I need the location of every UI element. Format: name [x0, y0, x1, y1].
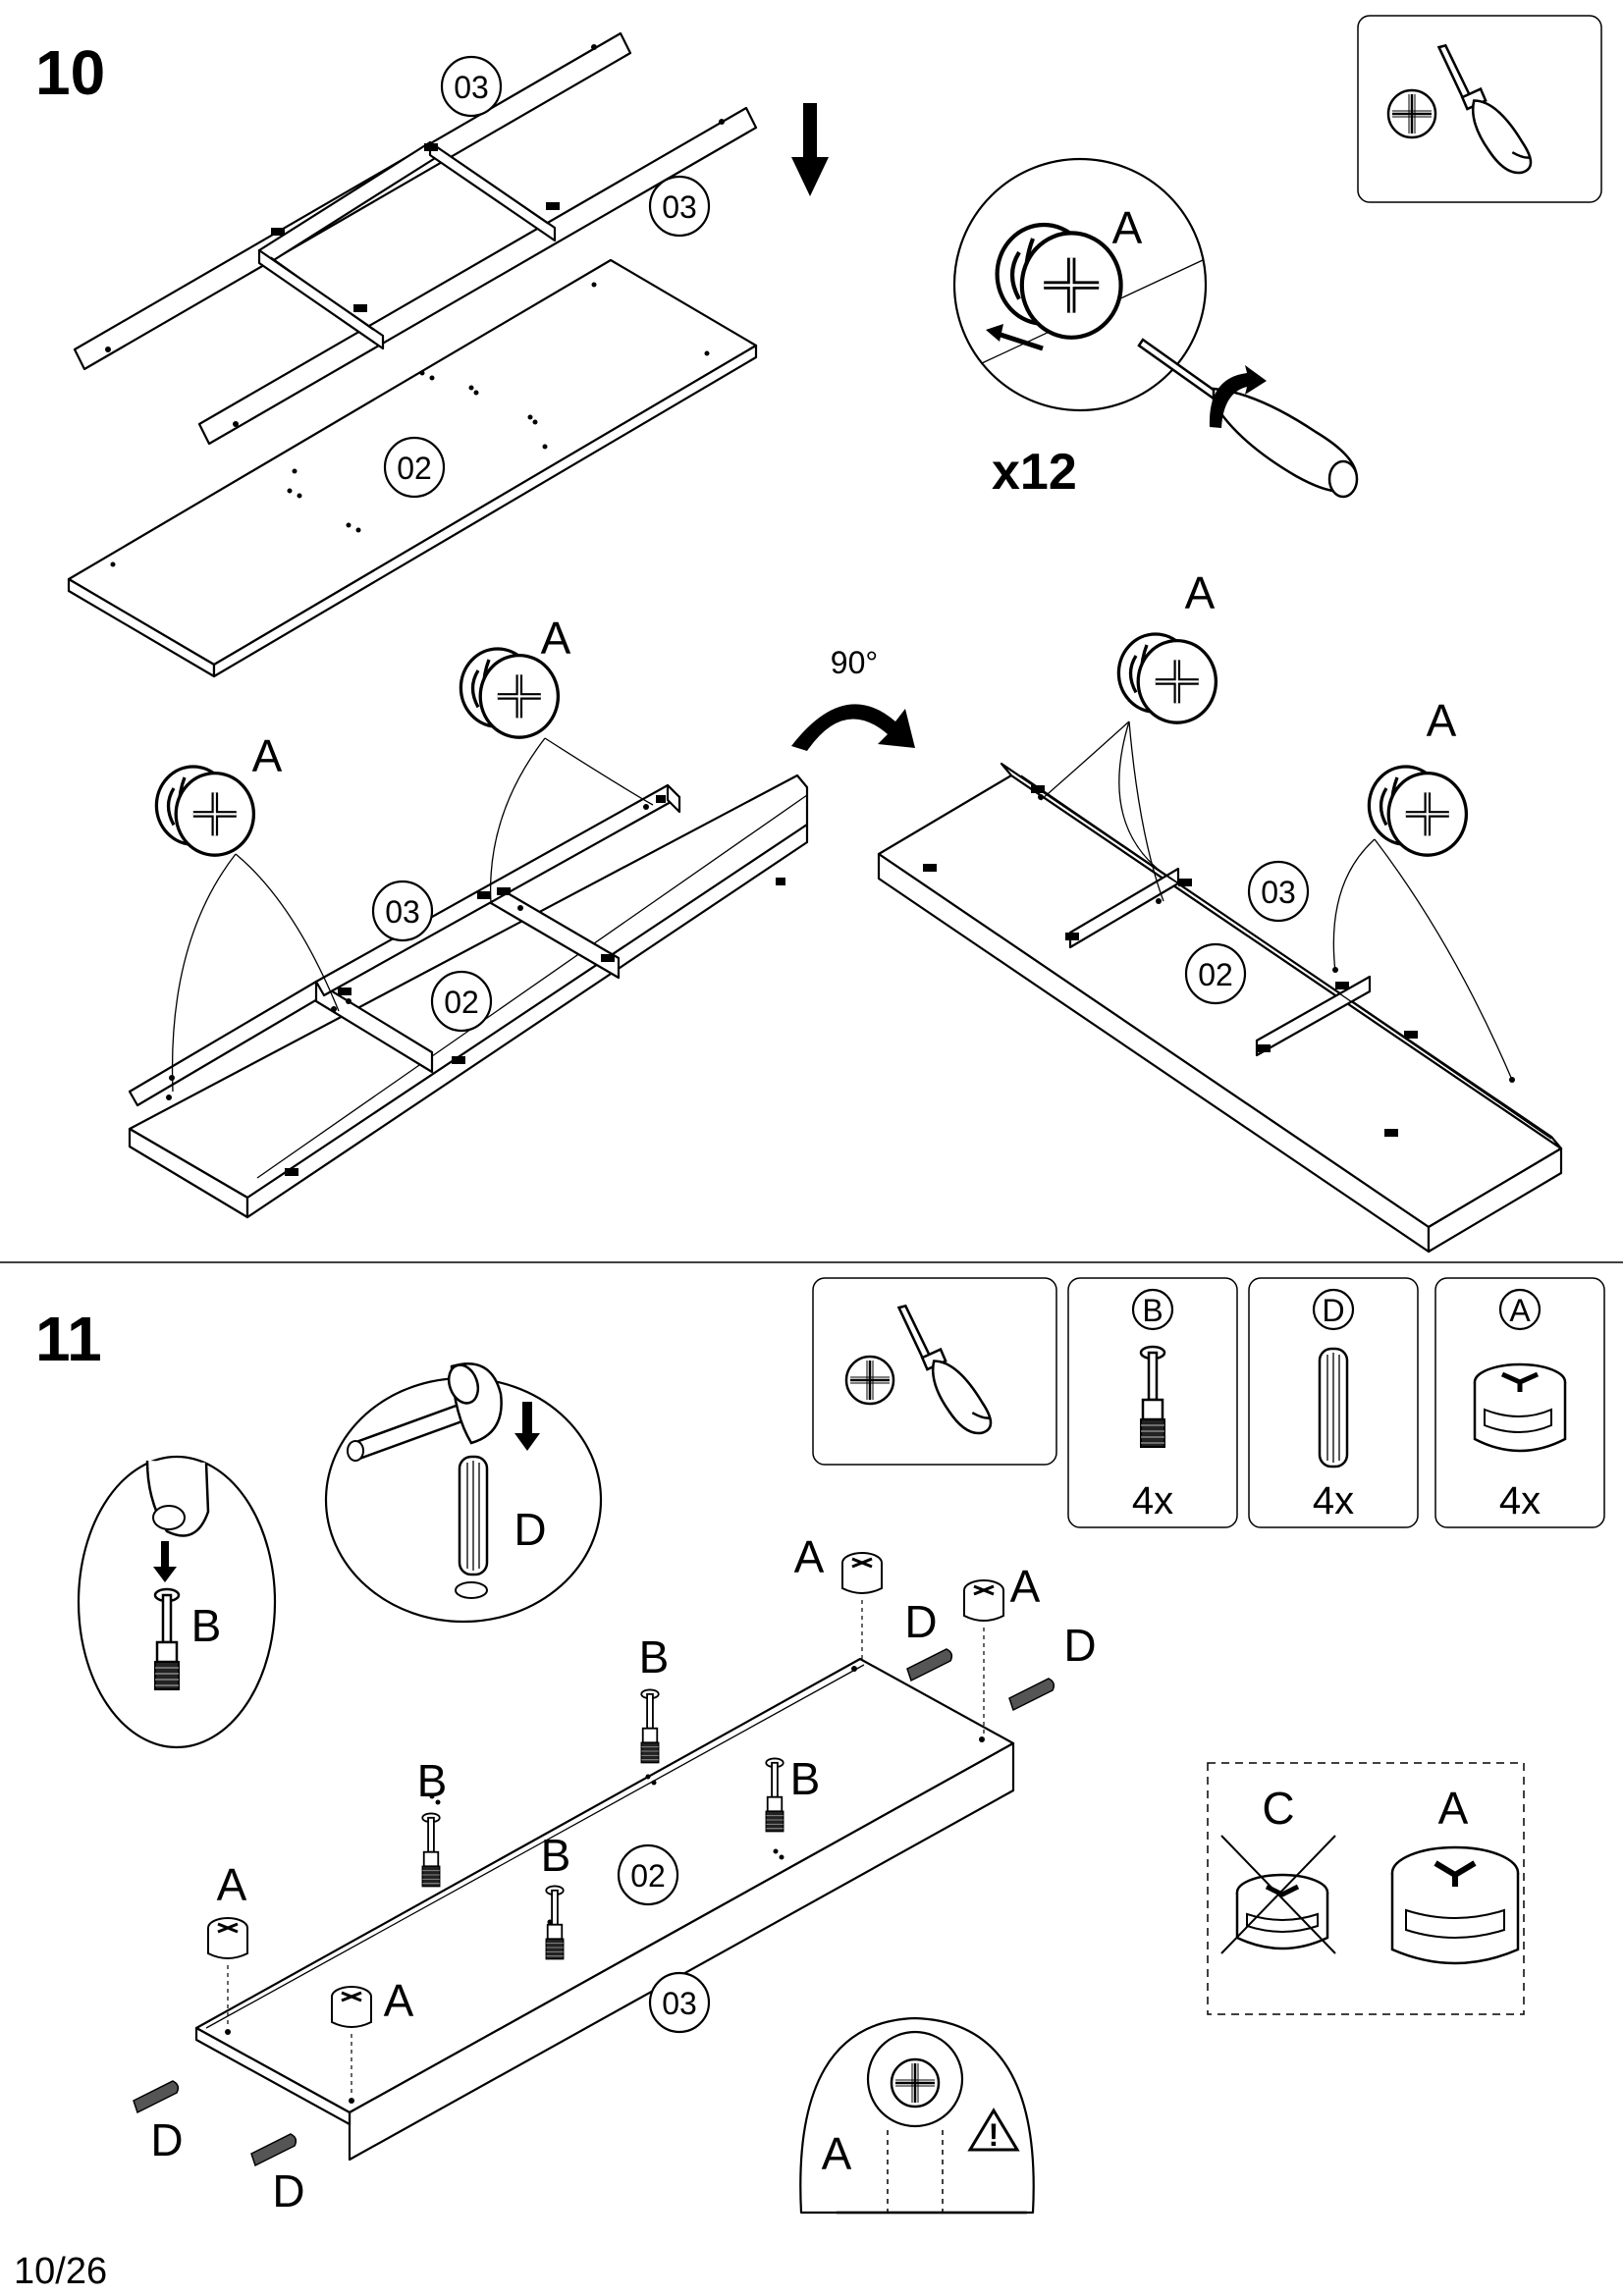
pin-label-b4: B — [541, 1830, 571, 1881]
dowel-on-panel — [250, 2133, 298, 2167]
pin-label-b3: B — [790, 1753, 821, 1804]
part-label-board-left: 02 — [444, 985, 479, 1020]
dowel-label-d2: D — [1063, 1620, 1096, 1671]
quantity-x12: x12 — [992, 444, 1077, 501]
part-label-board-top: 02 — [397, 451, 432, 486]
camlock-label-front-right: A — [384, 1975, 414, 2026]
camlock-label-front-left: A — [217, 1859, 247, 1910]
fitting-box-quantity: 4x — [1313, 1479, 1354, 1522]
camlock-a-icon — [1390, 1845, 1520, 1965]
pin-label-b2: B — [417, 1755, 448, 1806]
part-label-circle — [617, 1843, 679, 1906]
camlock-icon — [1118, 634, 1216, 722]
fitting-box-d: D 4x — [1248, 1277, 1419, 1528]
warning-detail: ! A — [799, 2016, 1035, 2215]
fitting-box-quantity: 4x — [1499, 1479, 1541, 1522]
warning-label-a: A — [822, 2128, 852, 2179]
fitting-box-letter: B — [1142, 1293, 1163, 1328]
part-label-circle — [648, 1971, 711, 2034]
dowel-d-icon — [458, 1455, 489, 1576]
comparison-label-wrong: C — [1262, 1783, 1294, 1834]
dowel-d-icon — [1318, 1347, 1349, 1468]
step-10-tool-box — [1357, 15, 1602, 203]
part-label-rail: 03 — [662, 1986, 697, 2021]
dowel-label-d4: D — [272, 2165, 304, 2216]
phillips-head-icon — [844, 1355, 895, 1406]
part-label-rail-mid: 03 — [662, 189, 697, 225]
warning-icon: ! — [989, 2117, 1000, 2153]
dowel-on-panel — [906, 1648, 953, 1682]
part-label-board-right: 02 — [1198, 957, 1233, 992]
down-arrow-icon — [791, 103, 829, 196]
part-label-circle — [648, 175, 711, 238]
part-label-circle — [440, 55, 503, 118]
camlock-on-panel — [207, 1917, 248, 1959]
part-label-board: 02 — [630, 1858, 666, 1894]
finger-press-detail: B — [77, 1455, 277, 1749]
hammer-dowel-detail: D — [324, 1362, 603, 1624]
part-label-rail-top: 03 — [454, 70, 489, 105]
fitting-label-top: A — [1112, 202, 1143, 253]
part-label-rail-right: 03 — [1261, 875, 1296, 910]
detail-label-b: B — [191, 1600, 222, 1651]
step-10-section: 10 03 — [35, 15, 1602, 1254]
dowel-label-d1: D — [904, 1596, 937, 1647]
cross-out-icon — [1220, 1835, 1336, 1954]
rail-frame-exploded — [73, 31, 758, 446]
camlock-icon — [156, 767, 253, 855]
camlock-tighten-detail: A — [952, 157, 1208, 412]
part-label-rail-left: 03 — [385, 894, 420, 930]
rotate-90-arrow-icon: 90° — [791, 645, 915, 751]
part-label-circle — [1247, 860, 1310, 923]
camlock-on-panel — [841, 1552, 883, 1594]
part-label-circle — [430, 970, 493, 1033]
part-label-circle — [371, 880, 434, 942]
detail-label-d: D — [514, 1504, 546, 1555]
dowel-on-panel — [1008, 1678, 1055, 1712]
step-11-section: 11 B 4x D 4x A — [35, 1277, 1605, 2216]
pin-b-icon — [640, 1688, 660, 1764]
camlock-comparison-box: C A — [1207, 1762, 1525, 2015]
comparison-label-right: A — [1438, 1783, 1469, 1834]
fitting-box-quantity: 4x — [1132, 1479, 1173, 1522]
fitting-box-letter: A — [1509, 1293, 1531, 1328]
part-label-circle — [1184, 942, 1247, 1005]
phillips-head-icon — [890, 2057, 941, 2109]
dowel-label-d3: D — [150, 2114, 183, 2165]
fitting-box-a: A 4x — [1434, 1277, 1605, 1528]
step-10-number: 10 — [35, 37, 105, 108]
camlock-on-panel — [963, 1579, 1004, 1622]
fitting-label-right-b: A — [1427, 695, 1457, 746]
phillips-head-icon — [1386, 88, 1437, 139]
fitting-box-letter: D — [1322, 1293, 1344, 1328]
board-panel-assembly — [194, 1657, 1015, 2162]
pin-b-icon — [421, 1812, 441, 1888]
leader-lines-right — [1040, 721, 1513, 1081]
camlock-a-icon — [1473, 1362, 1567, 1453]
pin-label-b1: B — [639, 1631, 670, 1682]
leader-lines-left — [171, 737, 654, 1093]
camlock-label-back-left: A — [794, 1531, 825, 1582]
rotating-screwdriver-icon — [1137, 338, 1359, 499]
part-label-circle — [383, 436, 446, 499]
page-number: 10/26 — [14, 2251, 107, 2292]
fitting-label-right-a: A — [1185, 567, 1216, 618]
camlock-c-icon — [1235, 1873, 1329, 1950]
camlock-label-back-right: A — [1010, 1561, 1041, 1612]
camlock-icon — [1369, 767, 1466, 855]
camlock-on-panel — [331, 1986, 372, 2028]
step-11-tool-box — [812, 1277, 1057, 1466]
rotation-label: 90° — [831, 645, 878, 680]
dowel-on-panel — [133, 2080, 180, 2114]
fitting-label-left-a: A — [252, 730, 283, 781]
fitting-label-left-b: A — [541, 613, 571, 664]
fitting-box-b: B 4x — [1067, 1277, 1238, 1528]
step-11-number: 11 — [35, 1304, 102, 1374]
